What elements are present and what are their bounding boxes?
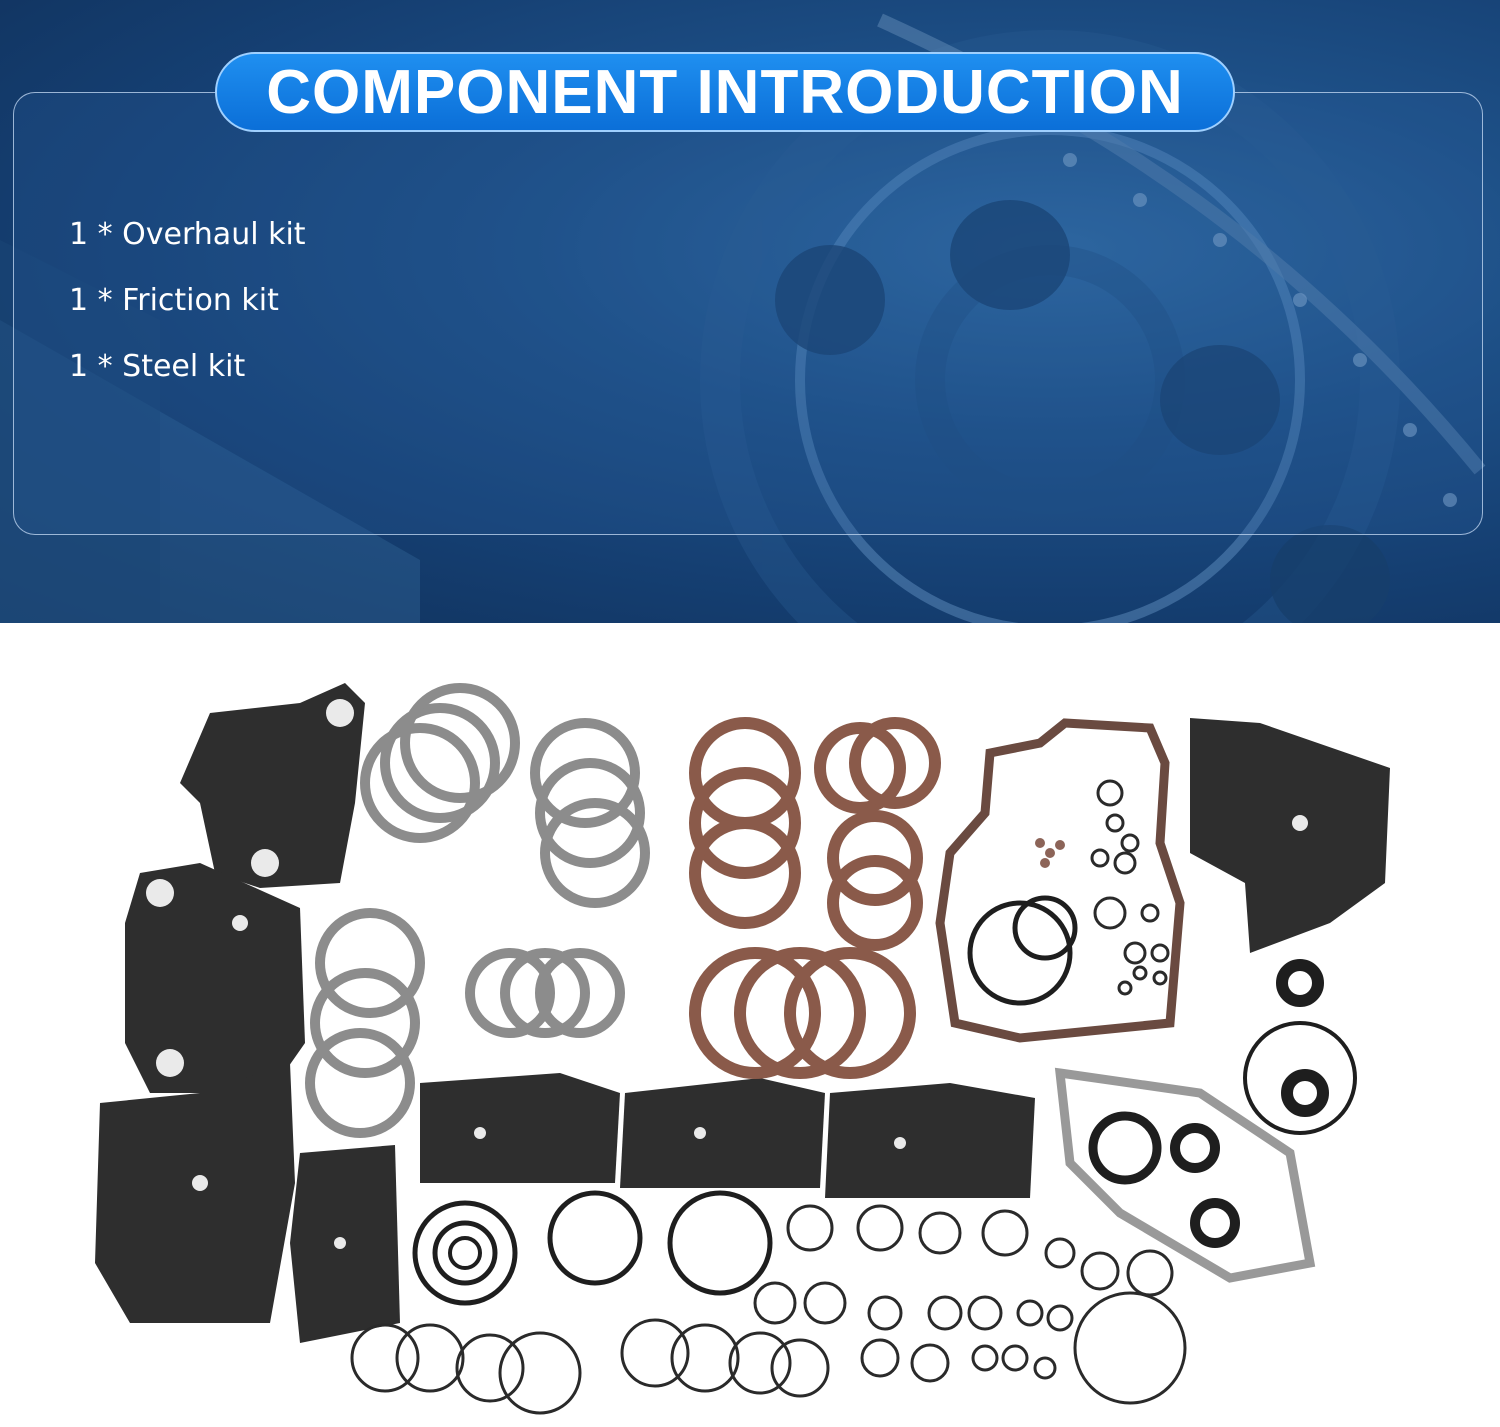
separator-plate xyxy=(825,1083,1035,1198)
list-item: 1 * Steel kit xyxy=(69,349,246,384)
title-banner: COMPONENT INTRODUCTION xyxy=(215,52,1235,132)
separator-plate xyxy=(95,1063,295,1323)
pan-gasket xyxy=(935,718,1185,1043)
separator-plate xyxy=(180,683,365,888)
list-item: 1 * Friction kit xyxy=(69,283,279,318)
separator-plate xyxy=(620,1078,825,1188)
separator-plate xyxy=(1190,718,1390,953)
separator-plate xyxy=(420,1073,620,1183)
separator-plate xyxy=(125,863,305,1093)
hero-banner: 1 * Overhaul kit 1 * Friction kit 1 * St… xyxy=(0,0,1500,623)
contents-list: 1 * Overhaul kit 1 * Friction kit 1 * St… xyxy=(69,213,306,411)
list-item: 1 * Overhaul kit xyxy=(69,217,306,252)
content-panel: 1 * Overhaul kit 1 * Friction kit 1 * St… xyxy=(13,92,1483,535)
product-photo xyxy=(0,623,1500,1423)
page-title: COMPONENT INTRODUCTION xyxy=(266,57,1184,127)
housing-gasket xyxy=(1054,1067,1316,1283)
transmission-kit-illustration xyxy=(95,683,1390,1415)
